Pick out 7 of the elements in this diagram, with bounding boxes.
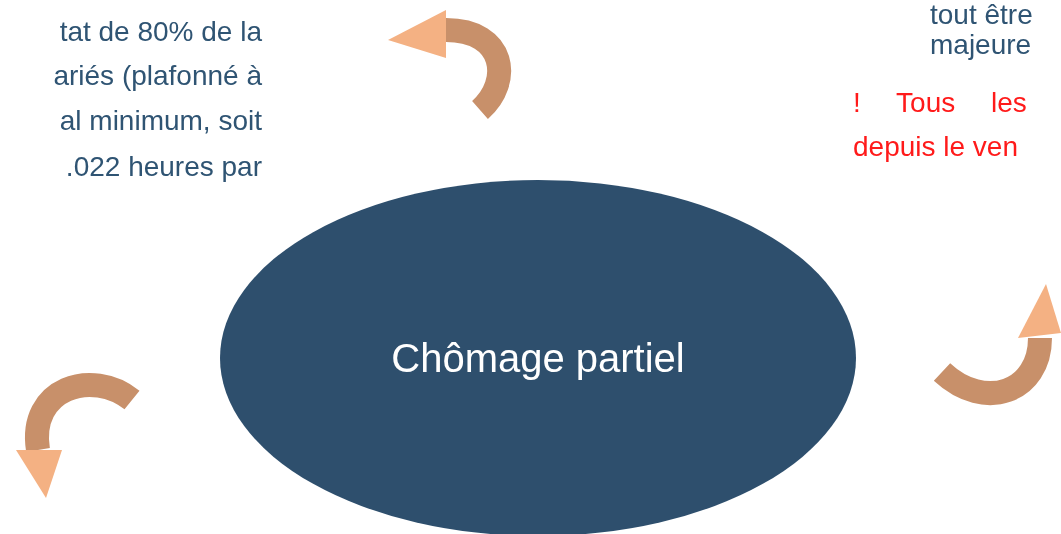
- node-label: Chômage partiel: [391, 335, 685, 381]
- text-line: tat de 80% de la: [59, 15, 262, 49]
- text-line: .022 heures par: [65, 150, 262, 184]
- text-line: ! Tous les: [853, 86, 1027, 120]
- text-line: depuis le ven: [853, 130, 1018, 164]
- text-line: al minimum, soit: [59, 104, 262, 138]
- text-line: ariés (plafonné à: [53, 59, 262, 93]
